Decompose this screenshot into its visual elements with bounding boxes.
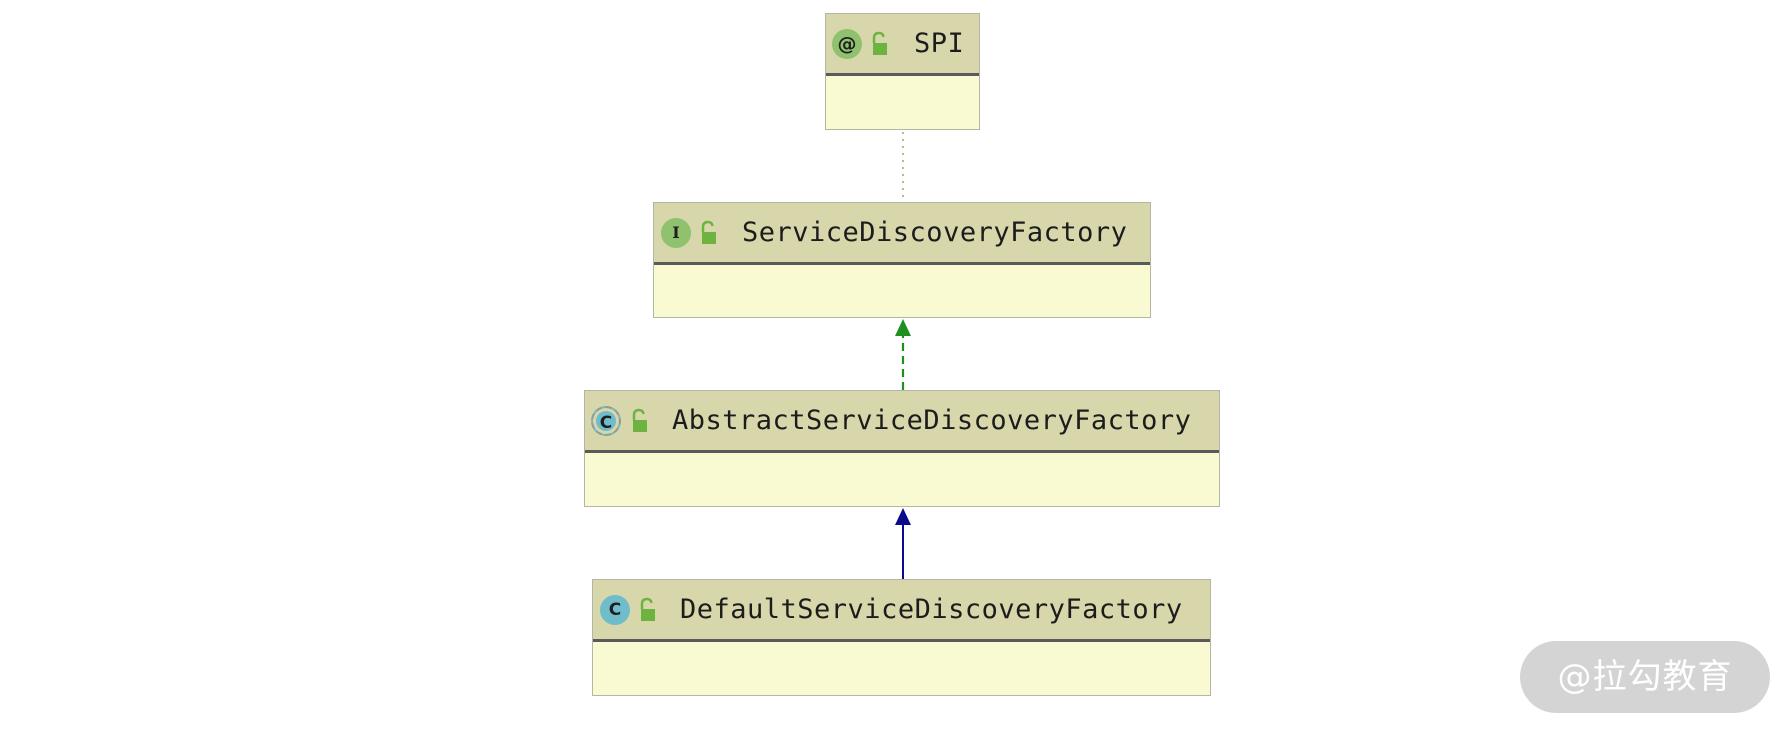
abstract-class-kind-icon: C — [591, 406, 621, 436]
arrowhead-extends — [895, 508, 911, 525]
uml-node-default-service-discovery-factory[interactable]: C DefaultServiceDiscoveryFactory — [592, 579, 1211, 696]
uml-node-spi[interactable]: @ SPI — [825, 13, 980, 130]
unlocked-icon — [872, 31, 887, 55]
unlocked-icon — [701, 220, 716, 244]
annotation-kind-icon: @ — [832, 29, 862, 59]
uml-node-header: C AbstractServiceDiscoveryFactory — [585, 391, 1219, 453]
uml-node-header: @ SPI — [826, 14, 979, 76]
uml-node-header: I ServiceDiscoveryFactory — [654, 203, 1150, 265]
uml-node-service-discovery-factory[interactable]: I ServiceDiscoveryFactory — [653, 202, 1151, 318]
class-kind-icon: C — [600, 595, 630, 625]
uml-node-header: C DefaultServiceDiscoveryFactory — [593, 580, 1210, 642]
interface-kind-icon: I — [661, 218, 691, 248]
uml-node-name: AbstractServiceDiscoveryFactory — [672, 405, 1192, 436]
uml-node-name: ServiceDiscoveryFactory — [742, 217, 1128, 248]
unlocked-icon — [640, 597, 655, 621]
uml-node-name: SPI — [914, 28, 965, 59]
uml-node-name: DefaultServiceDiscoveryFactory — [680, 594, 1183, 625]
uml-node-abstract-service-discovery-factory[interactable]: C AbstractServiceDiscoveryFactory — [584, 390, 1220, 507]
arrowhead-implements — [895, 319, 911, 336]
unlocked-icon — [632, 408, 647, 432]
watermark-label: @拉勾教育 — [1520, 641, 1770, 713]
